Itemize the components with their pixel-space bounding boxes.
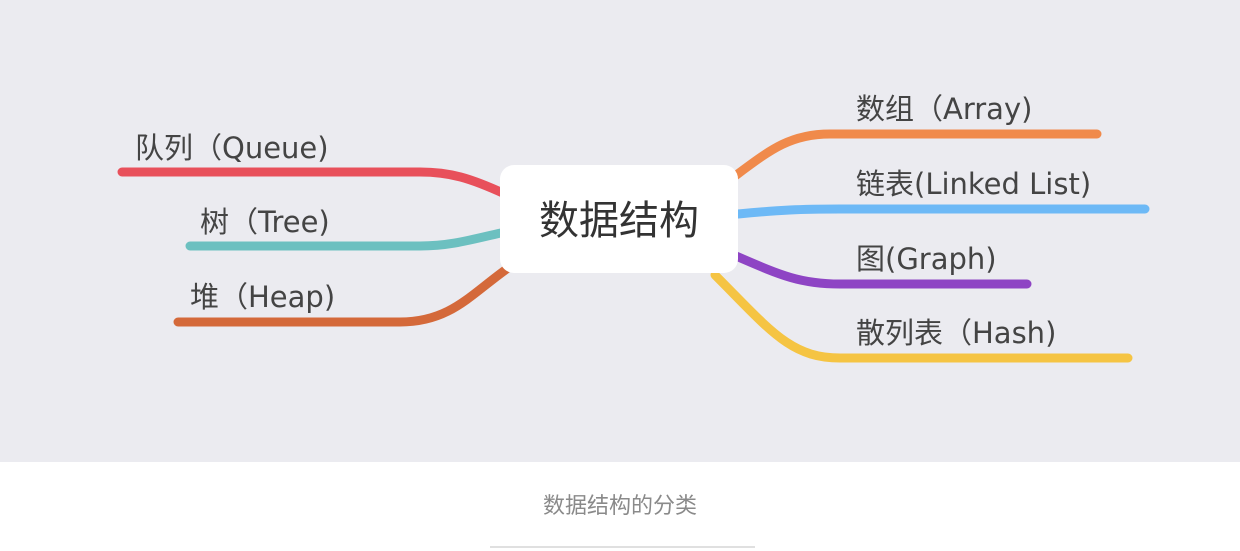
branch-line-heap (173, 263, 513, 327)
branch-label-tree[interactable]: 树（Tree) (200, 205, 330, 239)
branch-line-tree (185, 227, 510, 251)
branch-line-graph (731, 251, 1032, 289)
branch-label-hash[interactable]: 散列表（Hash) (856, 316, 1056, 350)
branch-label-heap[interactable]: 堆（Heap) (190, 280, 335, 314)
branch-label-array[interactable]: 数组（Array) (856, 92, 1032, 126)
mindmap: 数据结构 队列（Queue) 树（Tree) 堆（Heap) 数组（Array)… (117, 92, 1150, 363)
branch-label-queue[interactable]: 队列（Queue) (135, 131, 329, 165)
figure-caption: 数据结构的分类 (542, 494, 697, 519)
branch-line-hash (710, 270, 1133, 363)
root-node[interactable]: 数据结构 (500, 165, 738, 273)
branch-line-linked-list (733, 204, 1150, 219)
caption-divider (490, 546, 755, 548)
branch-label-graph[interactable]: 图(Graph) (856, 242, 997, 276)
root-label: 数据结构 (539, 198, 699, 244)
branch-line-array (730, 129, 1102, 181)
branch-label-linked-list[interactable]: 链表(Linked List) (856, 167, 1091, 201)
branch-line-queue (117, 167, 510, 199)
